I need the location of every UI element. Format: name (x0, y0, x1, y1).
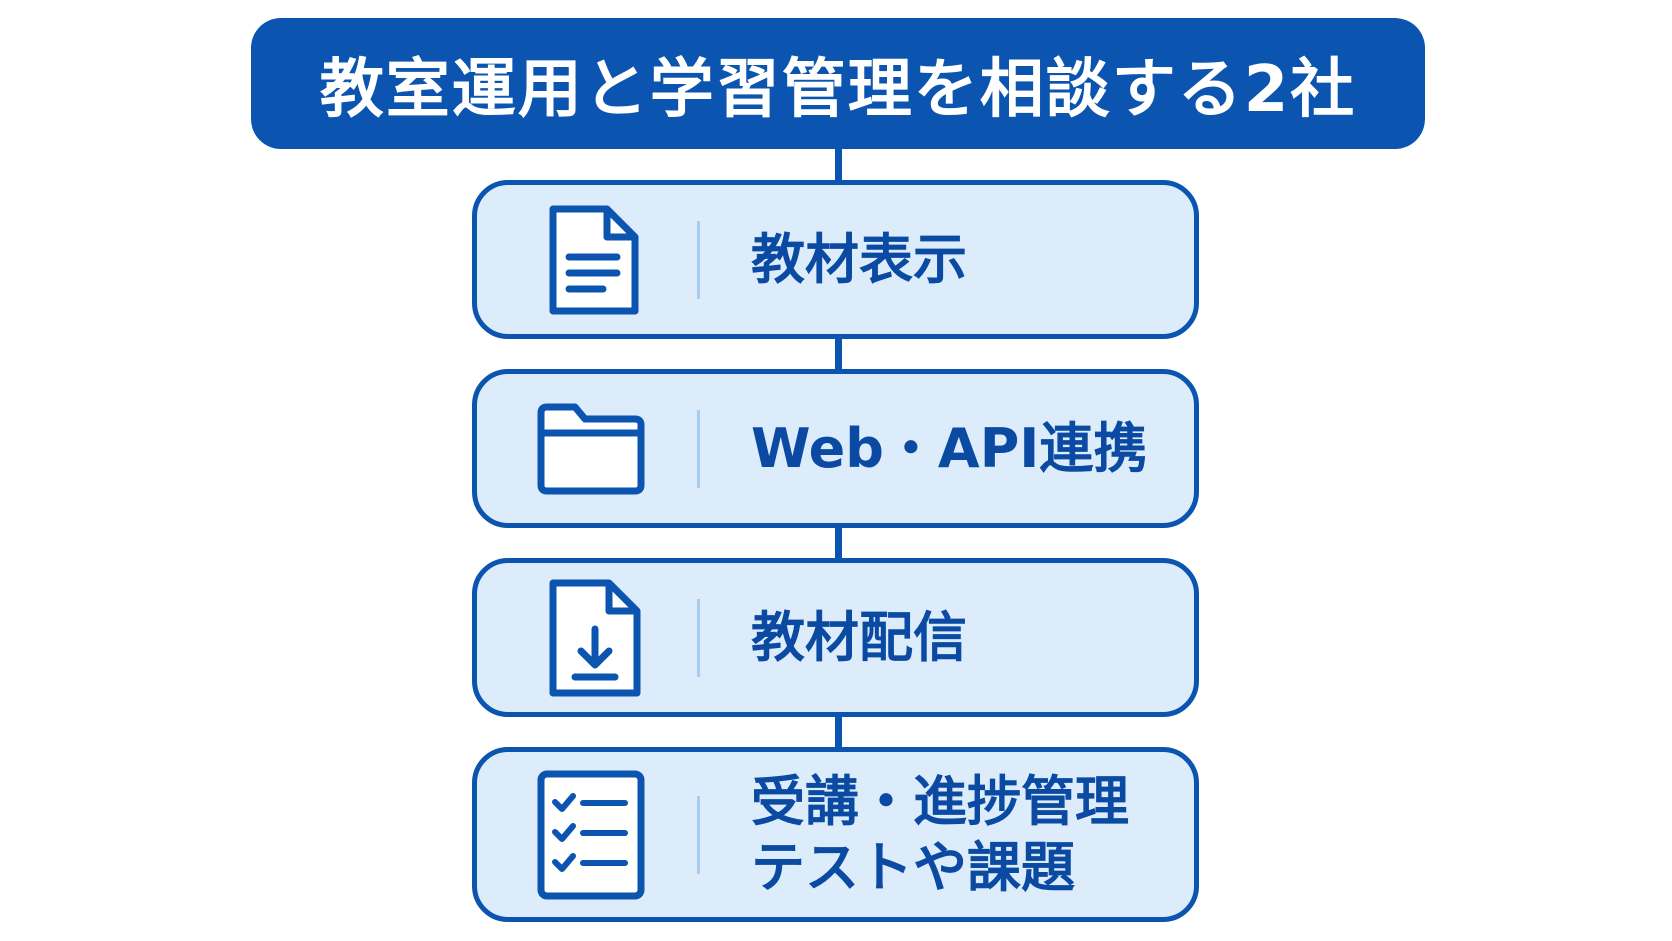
step-label-line: Web・API連携 (751, 416, 1148, 480)
step-label-line: 受講・進捗管理 (751, 769, 1129, 833)
step-label-line: テストや課題 (751, 835, 1075, 899)
step-label-3: 教材配信 (751, 605, 967, 671)
step-box-2: Web・API連携 (472, 369, 1199, 528)
step-box-4: 受講・進捗管理 テストや課題 (472, 747, 1199, 922)
step-divider (697, 598, 700, 677)
step-box-1: 教材表示 (472, 180, 1199, 339)
step-label-2: Web・API連携 (751, 416, 1147, 482)
step-box-3: 教材配信 (472, 558, 1199, 717)
step-divider (697, 795, 700, 874)
checklist-icon (535, 768, 647, 902)
folder-icon (535, 401, 647, 497)
diagram-title: 教室運用と学習管理を相談する2社 (319, 52, 1357, 127)
connector-line (835, 715, 842, 749)
step-divider (697, 220, 700, 299)
title-banner: 教室運用と学習管理を相談する2社 (251, 18, 1425, 149)
download-file-icon (547, 577, 643, 699)
connector-line (835, 526, 842, 560)
connector-line (835, 148, 842, 182)
document-icon (547, 203, 641, 317)
step-label-4: 受講・進捗管理 テストや課題 (751, 769, 1129, 901)
step-label-line: 教材配信 (751, 605, 967, 669)
step-label-line: 教材表示 (751, 227, 967, 291)
step-label-1: 教材表示 (751, 227, 967, 293)
step-divider (697, 409, 700, 488)
connector-line (835, 337, 842, 371)
